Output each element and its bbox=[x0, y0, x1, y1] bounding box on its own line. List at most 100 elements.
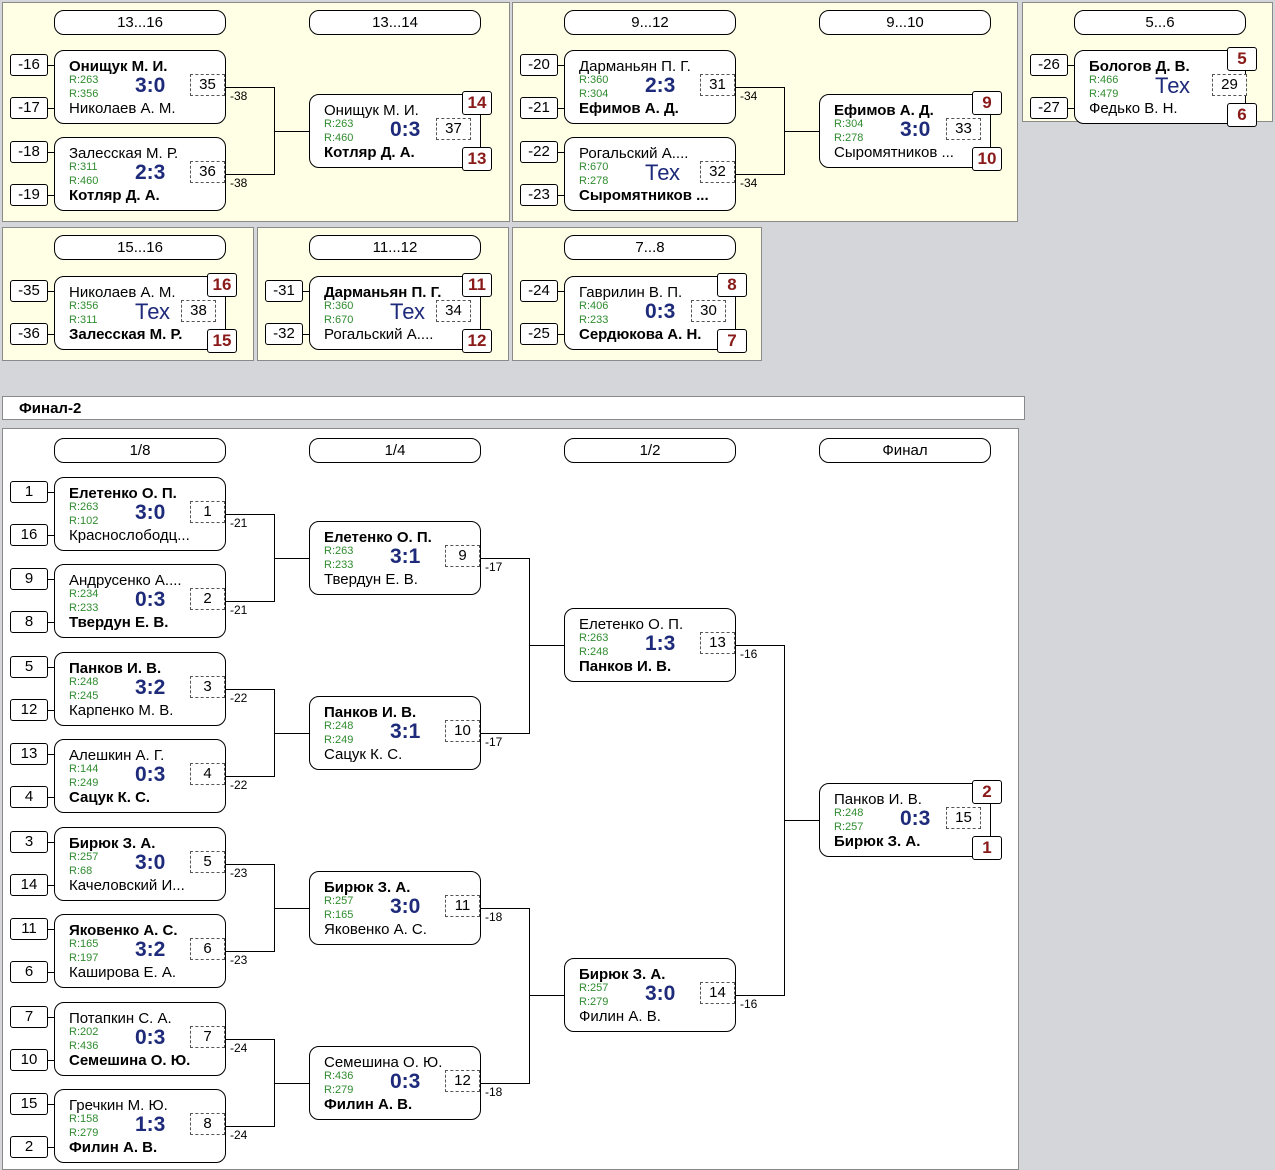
seed-box: -32 bbox=[265, 323, 303, 345]
connector-line bbox=[48, 108, 54, 109]
seed-box: 12 bbox=[10, 699, 48, 721]
player-top-name: Семешина О. Ю. bbox=[324, 1054, 443, 1071]
round-header: Финал bbox=[819, 438, 991, 463]
player-top-rating: R:257 bbox=[324, 895, 354, 907]
match-number: 13 bbox=[700, 632, 735, 654]
player-top-rating: R:257 bbox=[579, 982, 609, 994]
player-top-rating: R:436 bbox=[324, 1070, 354, 1082]
round-header: 5...6 bbox=[1074, 10, 1246, 35]
player-bottom-rating: R:436 bbox=[69, 1040, 99, 1052]
player-top-name: Елетенко О. П. bbox=[324, 529, 432, 546]
player-bottom-name: Яковенко А. С. bbox=[324, 921, 427, 938]
final2-title-bar: Финал-2 bbox=[2, 396, 1025, 420]
player-bottom-name: Николаев А. М. bbox=[69, 100, 176, 117]
match-score: 3:0 bbox=[135, 74, 166, 97]
connector-line bbox=[736, 645, 784, 646]
connector-line bbox=[48, 710, 54, 711]
match-score: 3:0 bbox=[645, 982, 676, 1005]
seed-box: 1 bbox=[10, 481, 48, 503]
seed-box: -35 bbox=[10, 280, 48, 302]
connector-line bbox=[274, 908, 309, 909]
match-score: 3:2 bbox=[135, 938, 166, 961]
player-bottom-name: Сацук К. С. bbox=[69, 789, 151, 806]
round-header: 1/8 bbox=[54, 438, 226, 463]
player-top-name: Бирюк З. А. bbox=[579, 966, 666, 983]
seed-box: 13 bbox=[10, 743, 48, 765]
connector-line bbox=[274, 733, 309, 734]
player-top-rating: R:311 bbox=[69, 161, 98, 173]
match-score: 3:0 bbox=[390, 895, 421, 918]
seed-box: 14 bbox=[10, 874, 48, 896]
match-number: 6 bbox=[190, 938, 225, 960]
player-top-name: Яковенко А. С. bbox=[69, 922, 178, 939]
player-bottom-name: Котляр Д. А. bbox=[324, 144, 415, 161]
connector-line bbox=[481, 908, 529, 909]
connector-line bbox=[226, 601, 274, 602]
player-top-rating: R:263 bbox=[324, 545, 354, 557]
place-badge: 2 bbox=[972, 780, 1002, 804]
player-bottom-rating: R:257 bbox=[834, 821, 864, 833]
match-number: 5 bbox=[190, 851, 225, 873]
seed-box: 7 bbox=[10, 1006, 48, 1028]
connector-line bbox=[481, 1083, 529, 1084]
match-number: 10 bbox=[445, 720, 480, 742]
loser-destination: -21 bbox=[230, 603, 248, 617]
connector-line bbox=[48, 65, 54, 66]
match-score: Тех bbox=[390, 299, 425, 324]
player-top-name: Гаврилин В. П. bbox=[579, 284, 683, 301]
loser-destination: -22 bbox=[230, 778, 248, 792]
player-bottom-name: Котляр Д. А. bbox=[69, 187, 160, 204]
player-bottom-rating: R:460 bbox=[69, 175, 99, 187]
round-header: 9...12 bbox=[564, 10, 736, 35]
seed-box: 5 bbox=[10, 656, 48, 678]
connector-line bbox=[529, 558, 530, 734]
player-top-rating: R:670 bbox=[579, 161, 609, 173]
player-bottom-rating: R:248 bbox=[579, 646, 609, 658]
player-bottom-name: Филин А. В. bbox=[69, 1139, 158, 1156]
place-badge: 9 bbox=[972, 91, 1002, 115]
loser-destination: -17 bbox=[485, 560, 503, 574]
match-number: 14 bbox=[700, 982, 735, 1004]
connector-line bbox=[558, 195, 564, 196]
connector-line bbox=[226, 1039, 274, 1040]
match-score: 0:3 bbox=[135, 763, 166, 786]
match-score: 0:3 bbox=[900, 807, 931, 830]
round-header: 13...14 bbox=[309, 10, 481, 35]
connector-line bbox=[558, 108, 564, 109]
seed-box: -25 bbox=[520, 323, 558, 345]
seed-box: -16 bbox=[10, 54, 48, 76]
player-top-name: Панков И. В. bbox=[69, 660, 162, 677]
seed-box: 9 bbox=[10, 568, 48, 590]
connector-line bbox=[48, 535, 54, 536]
seed-box: 8 bbox=[10, 611, 48, 633]
loser-destination: -34 bbox=[740, 89, 758, 103]
player-bottom-name: Сыромятников ... bbox=[579, 187, 709, 204]
loser-destination: -23 bbox=[230, 953, 248, 967]
match-score: Тех bbox=[645, 160, 680, 185]
